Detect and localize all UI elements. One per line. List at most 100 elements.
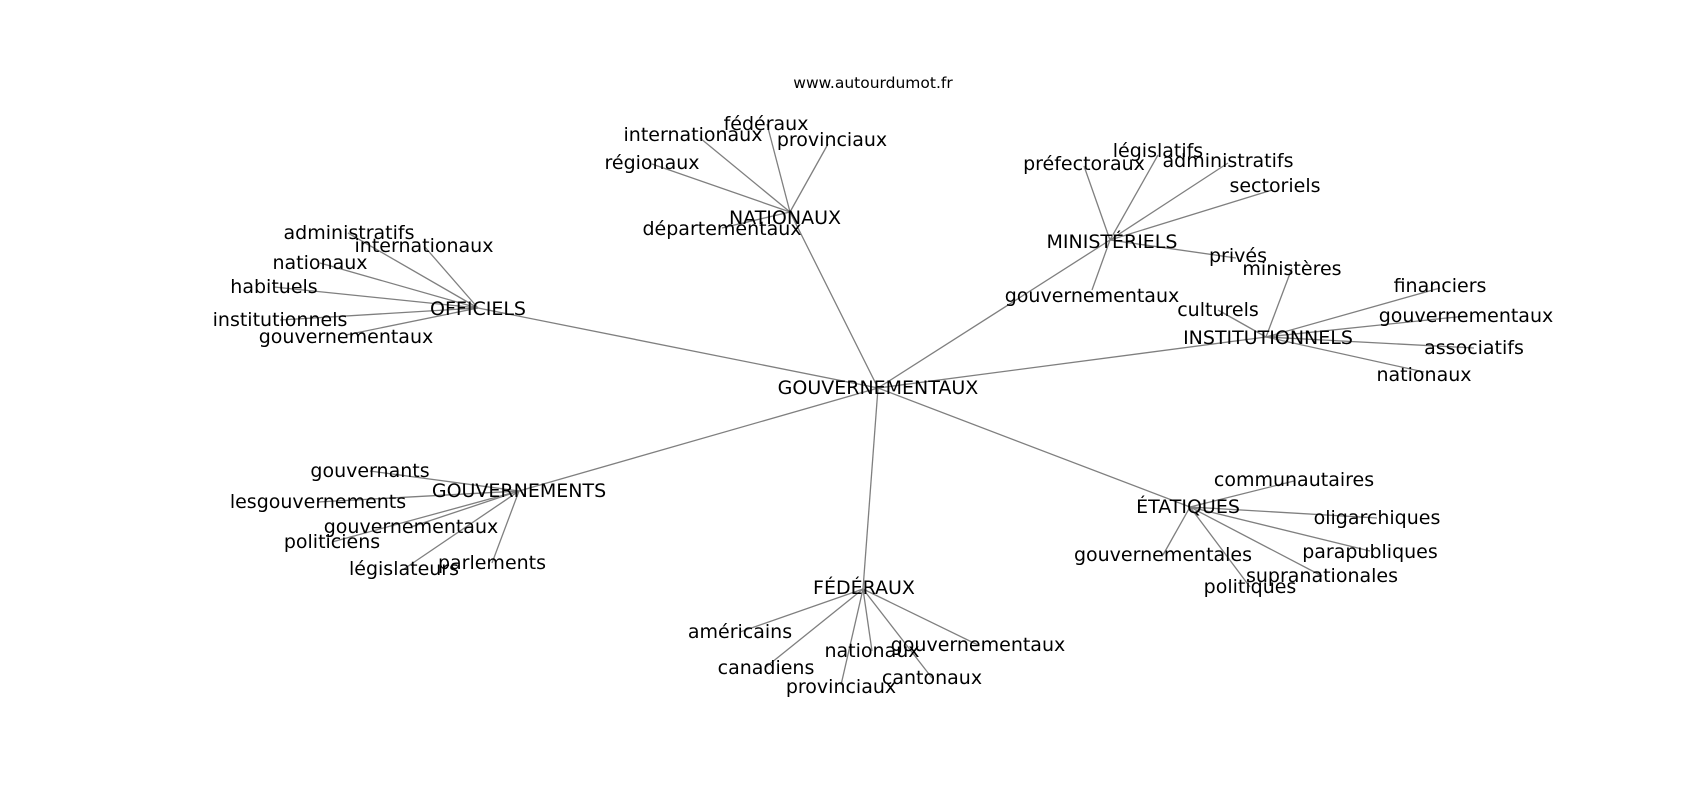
leaf-node-label: gouvernementaux	[324, 516, 499, 538]
edge-root-hub	[877, 387, 1191, 508]
leaf-node-label: législatifs	[1113, 140, 1203, 162]
edge-hub-leaf	[403, 490, 520, 570]
leaf-node-label: internationaux	[624, 124, 763, 146]
leaf-node-label: gouvernementaux	[1005, 285, 1180, 307]
edge-hub-leaf	[1162, 506, 1191, 556]
leaf-node-label: nationaux	[824, 640, 919, 662]
labels-layer: GOUVERNEMENTAUXNATIONAUXfédérauxinternat…	[213, 113, 1554, 698]
edge-hub-leaf	[862, 588, 979, 646]
leaf-node-label: culturels	[1177, 299, 1259, 321]
hub-node-label: NATIONAUX	[729, 207, 841, 229]
leaf-node-label: internationaux	[355, 235, 494, 257]
hub-node-label: OFFICIELS	[430, 298, 526, 320]
leaf-node-label: cantonaux	[882, 667, 982, 689]
leaf-node-label: législateurs	[349, 558, 459, 580]
hub-node-label: INSTITUTIONNELS	[1183, 327, 1353, 349]
leaf-node-label: supranationales	[1246, 565, 1398, 587]
edge-hub-leaf	[1189, 506, 1378, 519]
edge-hub-leaf	[1189, 506, 1323, 577]
edge-hub-leaf	[651, 163, 791, 213]
edge-hub-leaf	[491, 490, 520, 564]
leaf-node-label: gouvernementales	[1074, 544, 1252, 566]
edge-hub-leaf	[1265, 336, 1475, 349]
edge-root-hub	[477, 307, 879, 389]
edge-hub-leaf	[721, 211, 791, 229]
edge-root-hub	[877, 336, 1267, 389]
edge-hub-leaf	[331, 490, 520, 543]
leaf-node-label: gouvernementaux	[1379, 305, 1554, 327]
edge-hub-leaf	[1189, 506, 1371, 552]
edge-hub-leaf	[347, 232, 479, 309]
leaf-node-label: fédéraux	[724, 113, 809, 135]
source-label: www.autourdumot.fr	[793, 74, 953, 92]
edge-hub-leaf	[1265, 287, 1441, 338]
leaf-node-label: départementaux	[642, 218, 801, 240]
hub-node-label: MINISTÉRIELS	[1047, 230, 1178, 253]
edge-hub-leaf	[369, 470, 520, 492]
leaf-node-label: oligarchiques	[1314, 507, 1441, 529]
edge-hub-leaf	[317, 490, 520, 503]
leaf-node-label: parapubliques	[1302, 541, 1438, 563]
edge-hub-leaf	[1189, 480, 1295, 508]
leaf-node-label: parlements	[438, 552, 546, 574]
leaf-node-label: administratifs	[1163, 150, 1294, 172]
leaf-node-label: administratifs	[284, 222, 415, 244]
edge-hub-leaf	[345, 307, 479, 336]
root-node-label: GOUVERNEMENTAUX	[778, 377, 979, 399]
leaf-node-label: canadiens	[718, 657, 815, 679]
edge-root-hub	[877, 239, 1111, 389]
leaf-node-label: associatifs	[1424, 337, 1524, 359]
edge-hub-leaf	[279, 307, 479, 321]
leaf-node-label: privés	[1209, 245, 1267, 267]
leaf-node-label: nationaux	[272, 252, 367, 274]
leaf-node-label: provinciaux	[777, 129, 887, 151]
leaf-node-label: provinciaux	[786, 676, 896, 698]
edge-hub-leaf	[766, 123, 791, 213]
leaf-node-label: ministères	[1242, 258, 1341, 280]
leaf-node-label: lesgouvernements	[230, 491, 406, 513]
hub-node-label: GOUVERNEMENTS	[432, 480, 606, 502]
edge-hub-leaf	[699, 137, 791, 213]
leaf-node-label: sectoriels	[1229, 175, 1320, 197]
edge-root-hub	[518, 387, 879, 492]
edge-root-hub	[862, 387, 879, 590]
edge-hub-leaf	[1265, 267, 1293, 338]
edge-hub-leaf	[862, 588, 933, 679]
edge-hub-leaf	[789, 143, 829, 213]
edge-hub-leaf	[862, 588, 873, 652]
leaf-node-label: politiques	[1204, 576, 1297, 598]
edge-root-hub	[789, 211, 879, 389]
leaf-node-label: préfectoraux	[1023, 153, 1145, 175]
hub-node-label: FÉDÉRAUX	[813, 576, 915, 599]
edges-layer	[273, 123, 1475, 686]
leaf-node-label: régionaux	[604, 152, 699, 174]
edge-hub-leaf	[273, 286, 479, 309]
edge-hub-leaf	[1109, 189, 1273, 241]
edge-hub-leaf	[1265, 336, 1425, 373]
edge-hub-leaf	[1189, 506, 1251, 588]
edge-hub-leaf	[1091, 239, 1111, 291]
edge-hub-leaf	[1109, 239, 1237, 259]
leaf-node-label: gouvernementaux	[259, 326, 434, 348]
leaf-node-label: habituels	[230, 276, 317, 298]
edge-hub-leaf	[410, 490, 520, 528]
leaf-node-label: financiers	[1394, 275, 1487, 297]
leaf-node-label: communautaires	[1214, 469, 1374, 491]
edge-hub-leaf	[319, 262, 479, 309]
edge-hub-leaf	[1265, 315, 1467, 338]
edge-hub-leaf	[739, 588, 864, 633]
leaf-node-label: gouvernants	[310, 460, 429, 482]
leaf-node-label: politiciens	[284, 531, 380, 553]
edge-hub-leaf	[1217, 309, 1267, 338]
edge-hub-leaf	[765, 588, 864, 668]
edge-hub-leaf	[1109, 162, 1229, 241]
edge-hub-leaf	[1109, 154, 1159, 241]
edge-hub-leaf	[423, 245, 479, 309]
edge-hub-leaf	[1083, 165, 1111, 241]
edge-hub-leaf	[840, 588, 864, 686]
leaf-node-label: américains	[688, 621, 792, 643]
leaf-node-label: gouvernementaux	[891, 634, 1066, 656]
hub-node-label: ÉTATIQUES	[1136, 495, 1240, 518]
leaf-node-label: institutionnels	[213, 309, 348, 331]
